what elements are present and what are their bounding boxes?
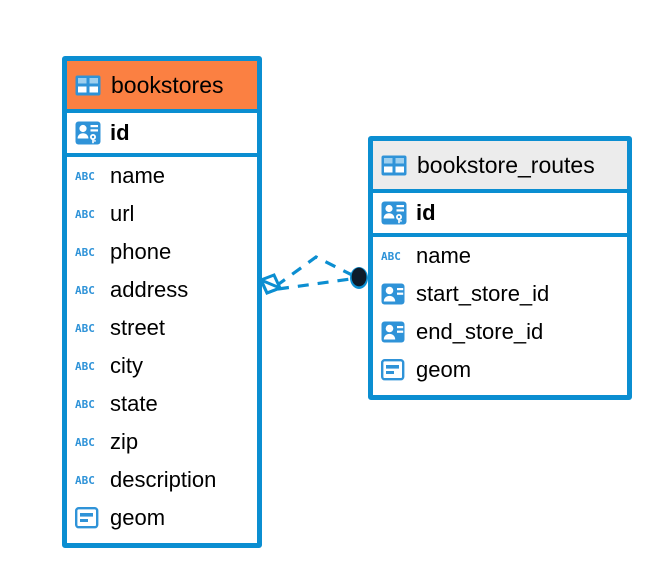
field-label: geom (416, 357, 472, 382)
text-abc-icon: ABC (74, 163, 102, 189)
field-label: end_store_id (416, 319, 544, 344)
svg-text:ABC: ABC (75, 322, 95, 335)
relationship-circle-endpoint (350, 267, 368, 289)
field-label: description (110, 467, 217, 492)
text-abc-icon: ABC (74, 467, 102, 493)
field-row-geom[interactable]: geom (373, 351, 627, 389)
entity-header-bookstores[interactable]: bookstores (67, 61, 257, 113)
entity-header-bookstore-routes[interactable]: bookstore_routes (373, 141, 627, 193)
field-row-address[interactable]: ABC address (67, 271, 257, 309)
geometry-icon (74, 505, 102, 531)
field-row-street[interactable]: ABC street (67, 309, 257, 347)
svg-text:ABC: ABC (75, 474, 95, 487)
svg-text:ABC: ABC (75, 436, 95, 449)
table-icon (380, 152, 408, 178)
text-abc-icon: ABC (380, 243, 408, 269)
geometry-icon (380, 357, 408, 383)
field-label: state (110, 391, 158, 416)
foreign-key-icon (380, 281, 408, 307)
field-label: name (110, 163, 166, 188)
relationship-connector[interactable] (258, 244, 374, 306)
text-abc-icon: ABC (74, 277, 102, 303)
field-row-end-store-id[interactable]: end_store_id (373, 313, 627, 351)
entity-bookstore-routes[interactable]: bookstore_routes id (368, 136, 632, 400)
foreign-key-icon (380, 319, 408, 345)
field-row-phone[interactable]: ABC phone (67, 233, 257, 271)
relationship-line-upper (275, 255, 359, 288)
field-row-zip[interactable]: ABC zip (67, 423, 257, 461)
primary-key-icon (74, 120, 102, 146)
text-abc-icon: ABC (74, 239, 102, 265)
entity-title: bookstores (111, 71, 224, 98)
svg-text:ABC: ABC (75, 170, 95, 183)
relationship-diamond-endpoint (258, 273, 285, 295)
field-label: name (416, 243, 472, 268)
svg-text:ABC: ABC (75, 208, 95, 221)
entity-bookstores[interactable]: bookstores id (62, 56, 262, 548)
field-row-name[interactable]: ABC name (373, 237, 627, 275)
field-row-id[interactable]: id (373, 193, 627, 237)
text-abc-icon: ABC (74, 353, 102, 379)
text-abc-icon: ABC (74, 201, 102, 227)
field-label: start_store_id (416, 281, 550, 306)
relationship-line-lower (277, 276, 359, 291)
primary-key-icon (380, 200, 408, 226)
field-label: zip (110, 429, 139, 454)
field-label: phone (110, 239, 172, 264)
svg-text:ABC: ABC (75, 398, 95, 411)
field-label: url (110, 201, 135, 226)
field-label: id (416, 200, 436, 225)
field-label: geom (110, 505, 166, 530)
field-row-geom[interactable]: geom (67, 499, 257, 537)
field-row-description[interactable]: ABC description (67, 461, 257, 499)
svg-text:ABC: ABC (75, 360, 95, 373)
field-label: city (110, 353, 143, 378)
field-row-id[interactable]: id (67, 113, 257, 157)
field-row-name[interactable]: ABC name (67, 157, 257, 195)
table-icon (74, 72, 102, 98)
field-row-url[interactable]: ABC url (67, 195, 257, 233)
field-label: street (110, 315, 166, 340)
field-row-state[interactable]: ABC state (67, 385, 257, 423)
svg-text:ABC: ABC (381, 250, 401, 263)
field-label: address (110, 277, 189, 302)
text-abc-icon: ABC (74, 429, 102, 455)
entity-title: bookstore_routes (417, 151, 595, 178)
field-row-start-store-id[interactable]: start_store_id (373, 275, 627, 313)
text-abc-icon: ABC (74, 315, 102, 341)
svg-text:ABC: ABC (75, 246, 95, 259)
svg-text:ABC: ABC (75, 284, 95, 297)
field-row-city[interactable]: ABC city (67, 347, 257, 385)
text-abc-icon: ABC (74, 391, 102, 417)
field-label: id (110, 120, 130, 145)
